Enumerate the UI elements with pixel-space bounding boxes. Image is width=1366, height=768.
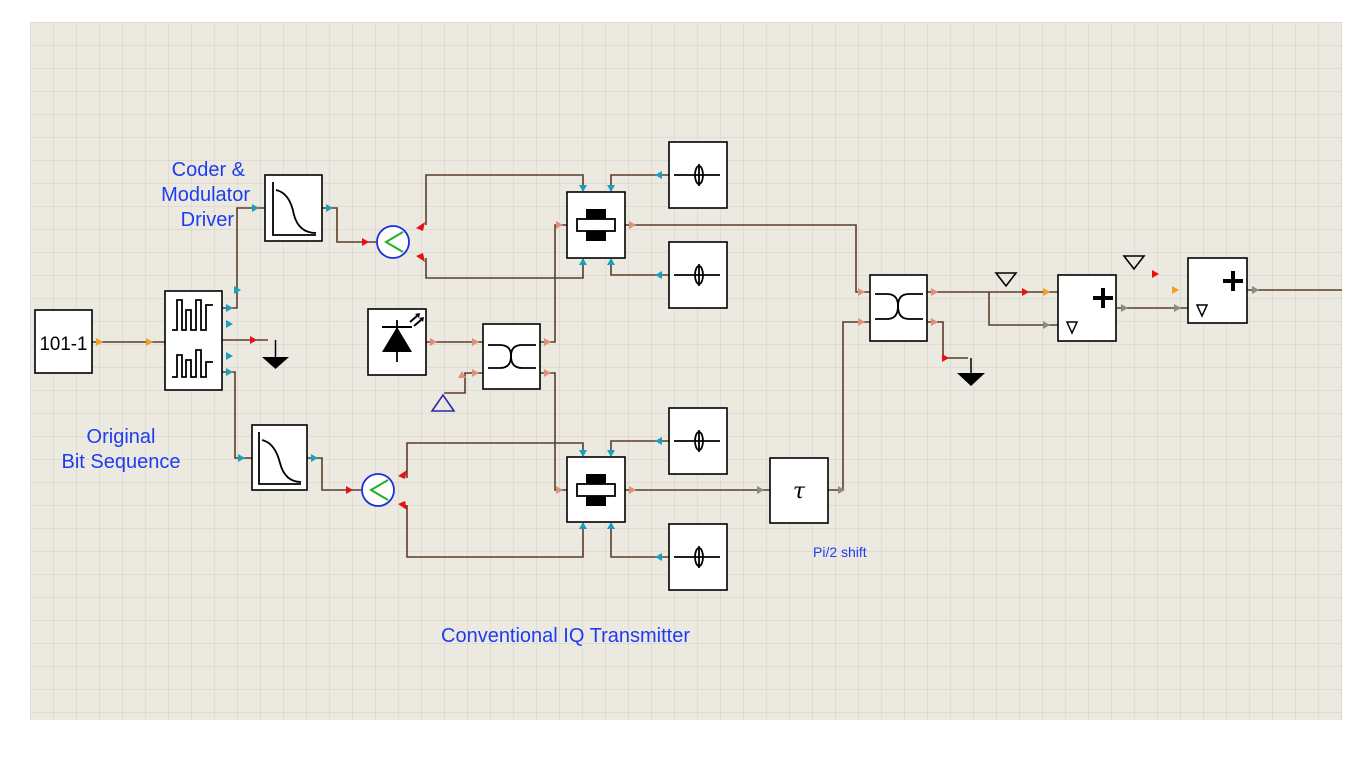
original-label-line2: Bit Sequence xyxy=(61,451,181,473)
plus-icon xyxy=(1093,271,1243,308)
pi-half-shift-label: Pi/2 shift xyxy=(813,544,867,560)
grid-lines xyxy=(30,22,1342,720)
lowpass-filter-bottom[interactable] xyxy=(251,424,308,491)
original-bit-sequence-label: Original Bit Sequence xyxy=(50,425,192,475)
ground-icon xyxy=(262,340,985,386)
coder-label-line1: Coder & xyxy=(171,159,245,181)
lowpass-filter-top[interactable] xyxy=(264,174,323,242)
wire-driver-top-to-mzm-top-a xyxy=(425,174,584,225)
coder-waveform-icon xyxy=(172,299,213,378)
coder-label-line3: Driver xyxy=(180,209,234,231)
adder-input-marker-icon xyxy=(1065,304,1209,335)
modulator-driver-bottom[interactable] xyxy=(361,473,395,507)
wire-driver-bottom-to-mzm-bottom-b xyxy=(406,505,584,558)
port-markers xyxy=(96,171,1259,561)
nrz-coder[interactable] xyxy=(164,290,223,391)
phase-icon xyxy=(674,164,720,568)
adder-2[interactable] xyxy=(1187,257,1248,324)
wire-delay-to-combiner xyxy=(828,321,870,491)
iq-transmitter-label: Conventional IQ Transmitter xyxy=(441,625,690,647)
bit-generator-label: 101-1 xyxy=(40,334,88,355)
wire-driver-top-to-mzm-top-b xyxy=(425,258,584,279)
adder-1[interactable] xyxy=(1057,274,1117,342)
laser-icon xyxy=(382,313,424,362)
mzm-top[interactable] xyxy=(566,191,626,259)
wire-combiner-to-adder1-b xyxy=(988,292,1058,326)
delay-icon: τ xyxy=(793,479,806,504)
original-label-line1: Original xyxy=(86,426,156,448)
modulator-driver-top[interactable] xyxy=(376,225,410,259)
mzm-icon xyxy=(576,209,616,506)
pi-half-delay[interactable] xyxy=(769,457,829,524)
filter-curve-icon xyxy=(258,182,317,485)
mzm-bottom[interactable] xyxy=(566,456,626,523)
coder-driver-label: Coder & Modulator Driver xyxy=(138,158,250,233)
source-triangle-icon xyxy=(430,255,1146,412)
wire-phase4 xyxy=(610,522,669,558)
coder-label-line2: Modulator xyxy=(161,184,250,206)
coupler-icon xyxy=(488,293,923,369)
bit-sequence-generator[interactable] xyxy=(34,309,93,374)
